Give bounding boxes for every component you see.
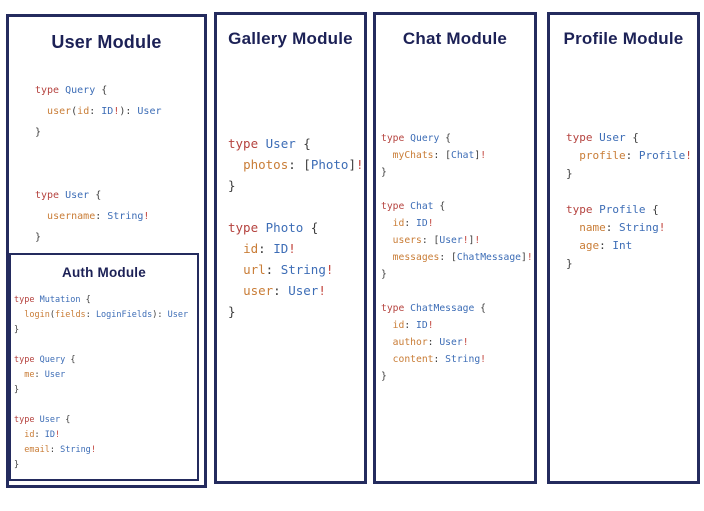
code-line: name: String! <box>579 221 666 234</box>
profile-module-code: type User { profile: Profile!} type Prof… <box>566 129 692 273</box>
code-line: user: User! <box>243 283 326 298</box>
code-line: type Mutation { <box>14 295 91 305</box>
code-line: author: User! <box>392 337 469 348</box>
code-line <box>14 398 188 413</box>
code-line: photos: [Photo]! <box>243 157 364 172</box>
code-line: user(id: ID!): User <box>47 106 162 117</box>
user-module-code: type Query { user(id: ID!): User} type U… <box>35 80 162 248</box>
panel-profile-module: Profile Module type User { profile: Prof… <box>547 12 700 484</box>
code-line: myChats: [Chat]! <box>392 150 487 161</box>
code-line: } <box>566 257 573 270</box>
code-line: type User { <box>35 190 102 201</box>
code-line: } <box>566 167 573 180</box>
code-line: } <box>381 269 387 280</box>
code-line <box>381 181 533 198</box>
code-line: type User { <box>566 131 639 144</box>
code-line: users: [User!]! <box>392 235 481 246</box>
code-line: content: String! <box>392 354 487 365</box>
code-line: } <box>228 304 236 319</box>
panel-chat-module: Chat Module type Query { myChats: [Chat]… <box>373 12 537 484</box>
code-line: id: ID! <box>392 320 434 331</box>
profile-module-title: Profile Module <box>563 29 684 48</box>
chat-module-code: type Query { myChats: [Chat]!} type Chat… <box>381 130 533 385</box>
code-line: type User { <box>14 415 71 425</box>
code-line: id: ID! <box>24 430 61 440</box>
code-line <box>35 164 162 185</box>
code-line: email: String! <box>24 445 96 455</box>
code-line: } <box>14 325 20 335</box>
auth-module-code: type Mutation { login(fields: LoginField… <box>14 293 188 473</box>
code-line: messages: [ChatMessage]! <box>392 252 533 263</box>
code-line: id: ID! <box>243 241 296 256</box>
code-line: type ChatMessage { <box>381 303 487 314</box>
chat-module-title: Chat Module <box>402 29 508 48</box>
code-line: me: User <box>24 370 66 380</box>
code-line: login(fields: LoginFields): User <box>24 310 189 320</box>
code-line: type Query { <box>35 85 108 96</box>
code-line: } <box>14 460 20 470</box>
code-line: } <box>35 127 42 138</box>
code-line <box>228 196 364 217</box>
code-line: } <box>14 385 20 395</box>
gallery-module-code: type User { photos: [Photo]!} type Photo… <box>228 133 364 322</box>
panel-user-module: User Module type Query { user(id: ID!): … <box>6 14 207 488</box>
code-line: type Query { <box>381 133 452 144</box>
code-line: id: ID! <box>392 218 434 229</box>
code-line: } <box>381 371 387 382</box>
code-line: } <box>35 232 42 243</box>
code-line: type Profile { <box>566 203 659 216</box>
panel-auth-module: Auth Module type Mutation { login(fields… <box>9 253 199 481</box>
code-line <box>14 338 188 353</box>
code-line: url: String! <box>243 262 334 277</box>
code-line <box>381 283 533 300</box>
code-line <box>35 143 162 164</box>
code-line <box>566 183 692 201</box>
code-line: } <box>228 178 236 193</box>
code-line: type User { <box>228 136 311 151</box>
code-line: type Chat { <box>381 201 446 212</box>
code-line: age: Int <box>579 239 633 252</box>
code-line: type Photo { <box>228 220 319 235</box>
auth-module-title: Auth Module <box>62 265 146 280</box>
user-module-title: User Module <box>51 32 162 52</box>
code-line: username: String! <box>47 211 150 222</box>
code-line: profile: Profile! <box>579 149 692 162</box>
code-line: type Query { <box>14 355 76 365</box>
panel-gallery-module: Gallery Module type User { photos: [Phot… <box>214 12 367 484</box>
code-line: } <box>381 167 387 178</box>
gallery-module-title: Gallery Module <box>228 29 353 48</box>
